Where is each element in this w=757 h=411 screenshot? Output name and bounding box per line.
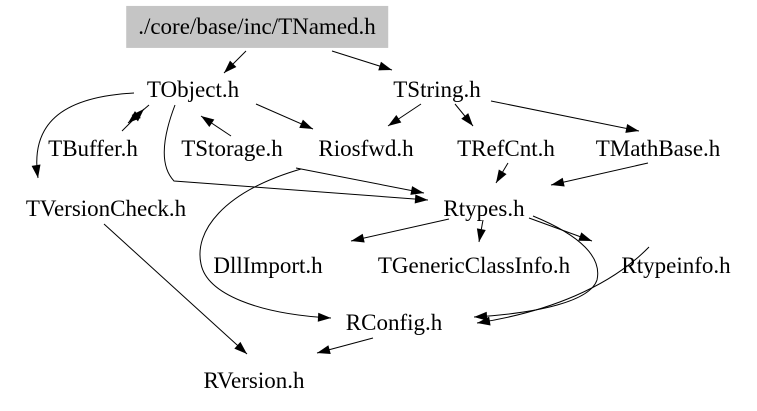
node-label: TVersionCheck.h (25, 195, 187, 221)
arrowhead-tversioncheck-h-to-rversion-h (234, 341, 247, 354)
arrowhead-rtypeinfo-h-to-rconfig-h (477, 316, 491, 326)
arrowhead-riosfwd-h-to-rconfig-h (317, 312, 331, 322)
node-label: TObject.h (146, 76, 240, 102)
graph-node-tstring-h[interactable]: TString.h (393, 76, 481, 102)
edge-tobject-h-to-tversioncheck-h (36, 92, 135, 179)
node-label: RVersion.h (203, 367, 305, 393)
arrowhead-rconfig-h-to-rversion-h (317, 345, 331, 354)
edge-tstorage-h-to-rtypes-h (295, 167, 425, 194)
arrowhead-rtypes-h-to-dllimport-h (351, 233, 365, 243)
arrowhead-tnamed-h-to-tstring-h (378, 61, 392, 71)
graph-node-tnamed-h: ./core/base/inc/TNamed.h (126, 5, 388, 49)
edge-rtypes-h-to-dllimport-h (350, 218, 450, 242)
graph-node-rversion-h[interactable]: RVersion.h (203, 367, 305, 393)
arrowhead-tbuffer-h-to-tobject-h (131, 109, 144, 122)
arrowhead-tstring-h-to-trefcnt-h (461, 113, 473, 126)
arrowhead-trefcnt-h-to-rtypes-h (496, 169, 507, 183)
edge-tmathbase-h-to-rtypes-h (550, 162, 649, 186)
node-label: TRefCnt.h (457, 135, 555, 161)
graph-node-tgenericclassinfo-h[interactable]: TGenericClassInfo.h (377, 252, 571, 278)
edge-rtypeinfo-h-to-rconfig-h (476, 246, 650, 324)
graph-node-rconfig-h[interactable]: RConfig.h (345, 309, 443, 335)
node-label: TBuffer.h (48, 135, 138, 161)
node-label: TMathBase.h (595, 135, 721, 161)
graph-node-tobject-h[interactable]: TObject.h (146, 76, 240, 102)
node-label: Riosfwd.h (318, 135, 414, 161)
arrowhead-tmathbase-h-to-rtypes-h (551, 177, 565, 187)
edge-tversioncheck-h-to-rversion-h (103, 223, 248, 355)
node-label: RConfig.h (345, 309, 443, 335)
node-label: TGenericClassInfo.h (377, 252, 571, 278)
graph-node-dllimport-h[interactable]: DllImport.h (213, 252, 323, 278)
arrowhead-tstring-h-to-tmathbase-h (625, 124, 639, 133)
arrowhead-tstring-h-to-riosfwd-h (388, 115, 402, 126)
node-label: DllImport.h (213, 252, 323, 278)
arrowhead-rtypes-h-to-rconfig-h (474, 311, 488, 321)
arrowhead-tstorage-h-to-tobject-h (201, 116, 215, 127)
graph-node-tversioncheck-h[interactable]: TVersionCheck.h (25, 195, 187, 221)
graph-node-rtypeinfo-h[interactable]: Rtypeinfo.h (621, 252, 731, 278)
node-label: TString.h (393, 76, 481, 102)
arrowhead-tobject-h-to-riosfwd-h (299, 119, 313, 129)
graph-node-tstorage-h[interactable]: TStorage.h (181, 135, 283, 161)
graph-node-trefcnt-h[interactable]: TRefCnt.h (457, 135, 555, 161)
graph-node-riosfwd-h[interactable]: Riosfwd.h (318, 135, 414, 161)
arrowhead-tobject-h-to-tversioncheck-h (31, 164, 41, 178)
arrowhead-tobject-h-to-rtypes-h (414, 194, 428, 204)
arrowhead-tnamed-h-to-tobject-h (224, 60, 237, 73)
edge-rtypes-h-to-rconfig-h (473, 215, 599, 318)
graph-node-rtypes-h[interactable]: Rtypes.h (443, 195, 525, 221)
node-label: TStorage.h (181, 135, 283, 161)
graph-node-tbuffer-h[interactable]: TBuffer.h (48, 135, 138, 161)
node-label: Rtypes.h (443, 195, 525, 221)
arrowhead-rtypes-h-to-rtypeinfo-h (578, 232, 592, 241)
edge-tstring-h-to-tmathbase-h (490, 100, 640, 132)
arrowhead-rtypes-h-to-tgenericclassinfo-h (476, 228, 486, 242)
arrowhead-tstorage-h-to-rtypes-h (410, 186, 424, 195)
edge-riosfwd-h-to-rconfig-h (199, 168, 332, 319)
node-label: ./core/base/inc/TNamed.h (138, 13, 376, 39)
graph-node-tmathbase-h[interactable]: TMathBase.h (595, 135, 721, 161)
edge-tobject-h-to-rtypes-h (163, 104, 429, 201)
node-label: Rtypeinfo.h (621, 252, 731, 278)
